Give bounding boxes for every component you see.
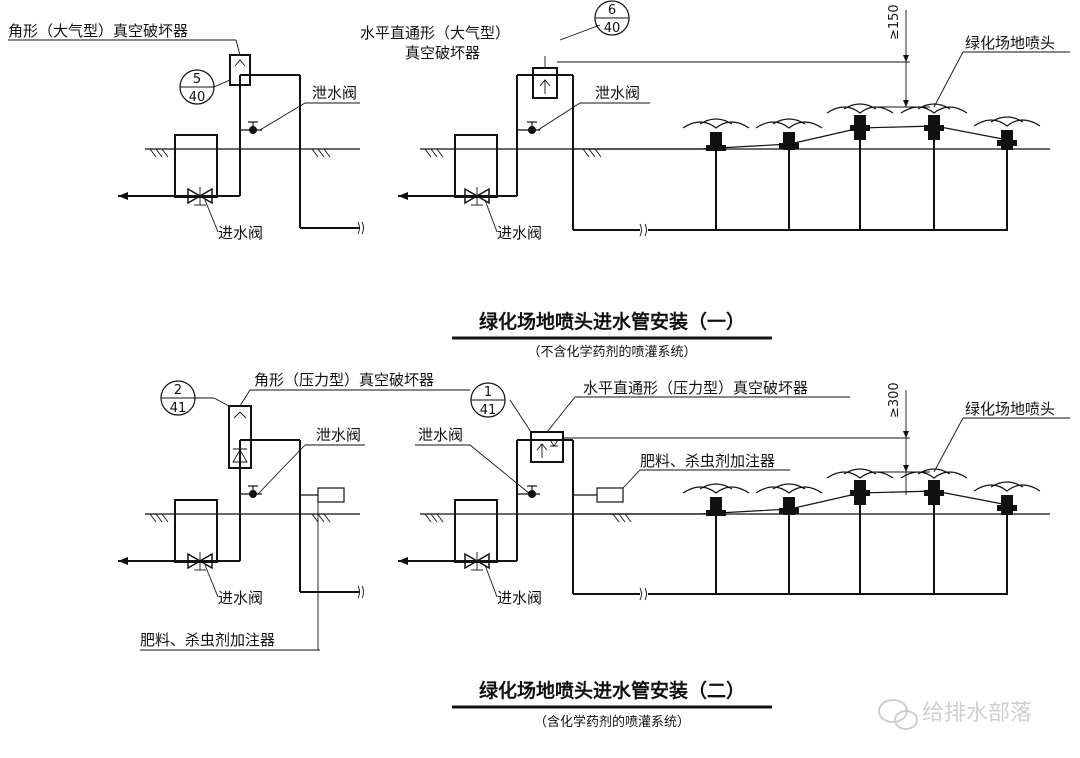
inlet-valve-icon bbox=[464, 552, 490, 571]
d1-right-system: ≥150 6 40 水平直通形（大气型） 真空破坏器 泄水阀 进水阀 绿化场地喷… bbox=[360, 0, 1070, 242]
inlet-valve-icon bbox=[187, 552, 213, 571]
d2-angle-breaker-ref-bubble: 2 41 bbox=[160, 380, 214, 416]
d2-right-system: ≥300 1 41 水平直通形（压力型）真空破坏器 泄水阀 肥料、杀虫剂加注器 … bbox=[398, 379, 1070, 607]
d1-angle-ref-den: 40 bbox=[189, 90, 206, 105]
d1-horiz-breaker-label-2: 真空破坏器 bbox=[405, 44, 480, 62]
drain-valve-icon bbox=[240, 485, 262, 498]
d2-horiz-ref-den: 41 bbox=[480, 403, 497, 418]
inlet-arrow-icon bbox=[398, 192, 408, 200]
sprinkler-head-icon bbox=[973, 116, 1041, 230]
d2-drain-valve-label-left: 泄水阀 bbox=[316, 426, 361, 444]
d2-angle-ref-num: 2 bbox=[174, 383, 182, 398]
sprinkler-head-icon bbox=[682, 118, 750, 230]
sprinkler-head-icon bbox=[682, 483, 750, 594]
diagram-2: 2 41 角形（压力型）真空破坏器 泄水阀 进水阀 肥料、杀虫剂加注器 bbox=[118, 371, 1070, 730]
d2-inlet-valve-label-right: 进水阀 bbox=[497, 589, 542, 607]
drain-valve-icon bbox=[240, 121, 262, 134]
diagram-1: 5 40 角形（大气型）真空破坏器 泄水阀 进水阀 bbox=[8, 0, 1070, 360]
d2-height-dimension: ≥300 bbox=[887, 382, 902, 418]
d1-left-system: 5 40 角形（大气型）真空破坏器 泄水阀 进水阀 bbox=[8, 22, 364, 242]
d1-angle-breaker-label: 角形（大气型）真空破坏器 bbox=[8, 22, 188, 40]
sprinkler-head-icon bbox=[900, 468, 968, 594]
d2-angle-breaker-label: 角形（压力型）真空破坏器 bbox=[254, 371, 434, 389]
watermark-text: 给排水部落 bbox=[922, 701, 1032, 726]
sprinkler-head-icon bbox=[973, 481, 1041, 594]
d2-inlet-valve-label-left: 进水阀 bbox=[218, 589, 263, 607]
drain-valve-icon bbox=[517, 121, 540, 134]
d2-injector-label-right: 肥料、杀虫剂加注器 bbox=[640, 452, 775, 470]
watermark: 给排水部落 bbox=[878, 699, 1032, 730]
fertilizer-injector-icon bbox=[596, 487, 624, 503]
d2-horiz-breaker-label: 水平直通形（压力型）真空破坏器 bbox=[583, 379, 808, 397]
d1-horiz-breaker-ref-bubble: 6 40 bbox=[594, 0, 630, 36]
d1-height-dimension: ≥150 bbox=[887, 4, 902, 40]
d1-horiz-breaker-label-1: 水平直通形（大气型） bbox=[360, 24, 510, 42]
fertilizer-injector-icon bbox=[317, 487, 345, 503]
sprinkler-head-icon bbox=[755, 118, 823, 230]
inlet-valve-icon bbox=[187, 187, 213, 206]
d2-drain-valve-label-right: 泄水阀 bbox=[418, 426, 463, 444]
d1-angle-ref-num: 5 bbox=[193, 72, 201, 87]
d2-angle-ref-den: 41 bbox=[170, 401, 187, 416]
wechat-icon bbox=[878, 699, 918, 730]
d1-title: 绿化场地喷头进水管安装（一） bbox=[479, 310, 745, 333]
inlet-arrow-icon bbox=[118, 192, 128, 200]
sprinkler-head-icon bbox=[900, 103, 968, 230]
d2-left-system: 2 41 角形（压力型）真空破坏器 泄水阀 进水阀 肥料、杀虫剂加注器 bbox=[118, 371, 470, 651]
d1-inlet-valve-label-right: 进水阀 bbox=[497, 224, 542, 242]
d1-subtitle: （不含化学药剂的喷灌系统） bbox=[527, 344, 696, 360]
d1-horiz-ref-den: 40 bbox=[604, 21, 621, 36]
d2-sprinkler-label: 绿化场地喷头 bbox=[965, 400, 1055, 418]
inlet-arrow-icon bbox=[398, 557, 408, 565]
d2-horiz-breaker-ref-bubble: 1 41 bbox=[470, 382, 506, 418]
d1-drain-valve-label-left: 泄水阀 bbox=[312, 84, 357, 102]
d2-title: 绿化场地喷头进水管安装（二） bbox=[479, 679, 745, 702]
sprinkler-head-icon bbox=[826, 468, 894, 594]
d1-angle-breaker-ref-bubble: 5 40 bbox=[179, 69, 231, 105]
d1-drain-valve-label-right: 泄水阀 bbox=[595, 84, 640, 102]
d2-subtitle: （含化学药剂的喷灌系统） bbox=[534, 714, 690, 730]
d2-injector-label-left: 肥料、杀虫剂加注器 bbox=[140, 631, 275, 649]
pressure-horizontal-vacuum-breaker-icon bbox=[530, 431, 564, 463]
d1-sprinkler-label: 绿化场地喷头 bbox=[965, 34, 1055, 52]
inlet-valve-icon bbox=[464, 187, 490, 206]
d1-inlet-valve-label-left: 进水阀 bbox=[218, 224, 263, 242]
d2-horiz-ref-num: 1 bbox=[484, 385, 492, 400]
d1-horiz-ref-num: 6 bbox=[608, 3, 616, 18]
sprinkler-head-icon bbox=[826, 103, 894, 230]
drain-valve-icon bbox=[517, 485, 540, 498]
sprinkler-head-icon bbox=[755, 483, 823, 594]
inlet-arrow-icon bbox=[118, 557, 128, 565]
